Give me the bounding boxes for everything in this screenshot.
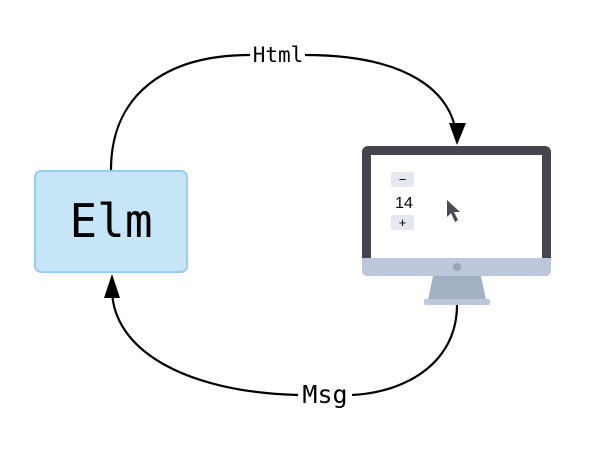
msg-arrowhead — [104, 274, 120, 298]
monitor-base — [424, 299, 490, 305]
monitor-power-dot — [453, 263, 461, 271]
decrement-button[interactable] — [391, 172, 414, 187]
msg-arrow — [110, 289, 459, 397]
msg-edge-label: Msg — [302, 380, 347, 409]
monitor-icon — [362, 146, 551, 305]
elm-node-label: Elm — [69, 194, 152, 248]
increment-button-label: + — [399, 215, 407, 230]
elm-node — [34, 170, 188, 273]
html-arrowhead — [449, 123, 466, 145]
mouse-pointer-icon — [447, 200, 460, 222]
html-edge-label: Html — [253, 43, 304, 67]
increment-button[interactable] — [391, 215, 414, 230]
counter-value: 14 — [395, 195, 413, 212]
decrement-button-label: − — [399, 172, 407, 187]
monitor-stand — [428, 276, 486, 300]
